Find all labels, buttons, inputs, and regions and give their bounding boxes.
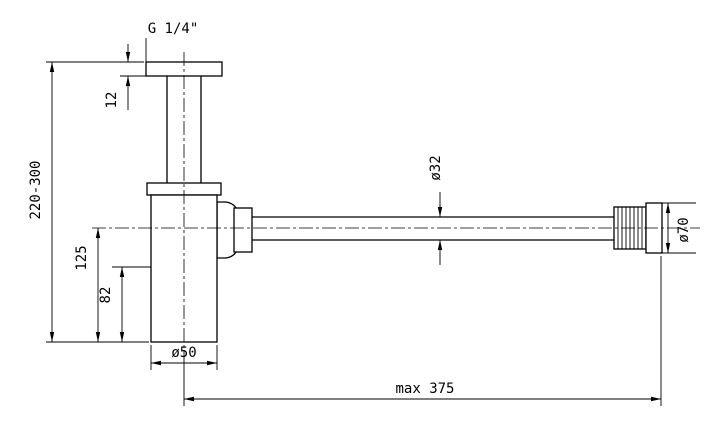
dimension-thread-size: G 1/4" xyxy=(145,21,199,62)
dim-label-cup-depth: 82 xyxy=(98,287,114,304)
dimension-pipe-diameter: ø32 xyxy=(428,155,444,265)
dim-label-trap-drop: 125 xyxy=(74,245,90,270)
dim-label-max-reach: max 375 xyxy=(395,381,454,397)
dimension-max-reach: max 375 xyxy=(183,256,662,406)
dimension-cup-depth: 82 xyxy=(98,266,151,342)
dimension-installation-height: 220-300 xyxy=(28,61,149,343)
waste-pipe xyxy=(252,216,614,241)
bottle-trap xyxy=(146,182,253,343)
dimension-rosette-diameter: ø70 xyxy=(662,202,696,254)
outlet-nut xyxy=(233,207,253,253)
dim-label-rosette-diameter: ø70 xyxy=(676,217,692,242)
label-thread-size: G 1/4" xyxy=(148,21,199,37)
centerlines xyxy=(92,52,700,352)
dimension-flange-thickness: 12 xyxy=(104,44,146,110)
dim-label-flange-thickness: 12 xyxy=(104,92,120,109)
dim-label-pipe-diameter: ø32 xyxy=(428,155,444,180)
dim-label-installation-height: 220-300 xyxy=(28,160,44,219)
dimension-trap-drop: 125 xyxy=(74,228,101,342)
